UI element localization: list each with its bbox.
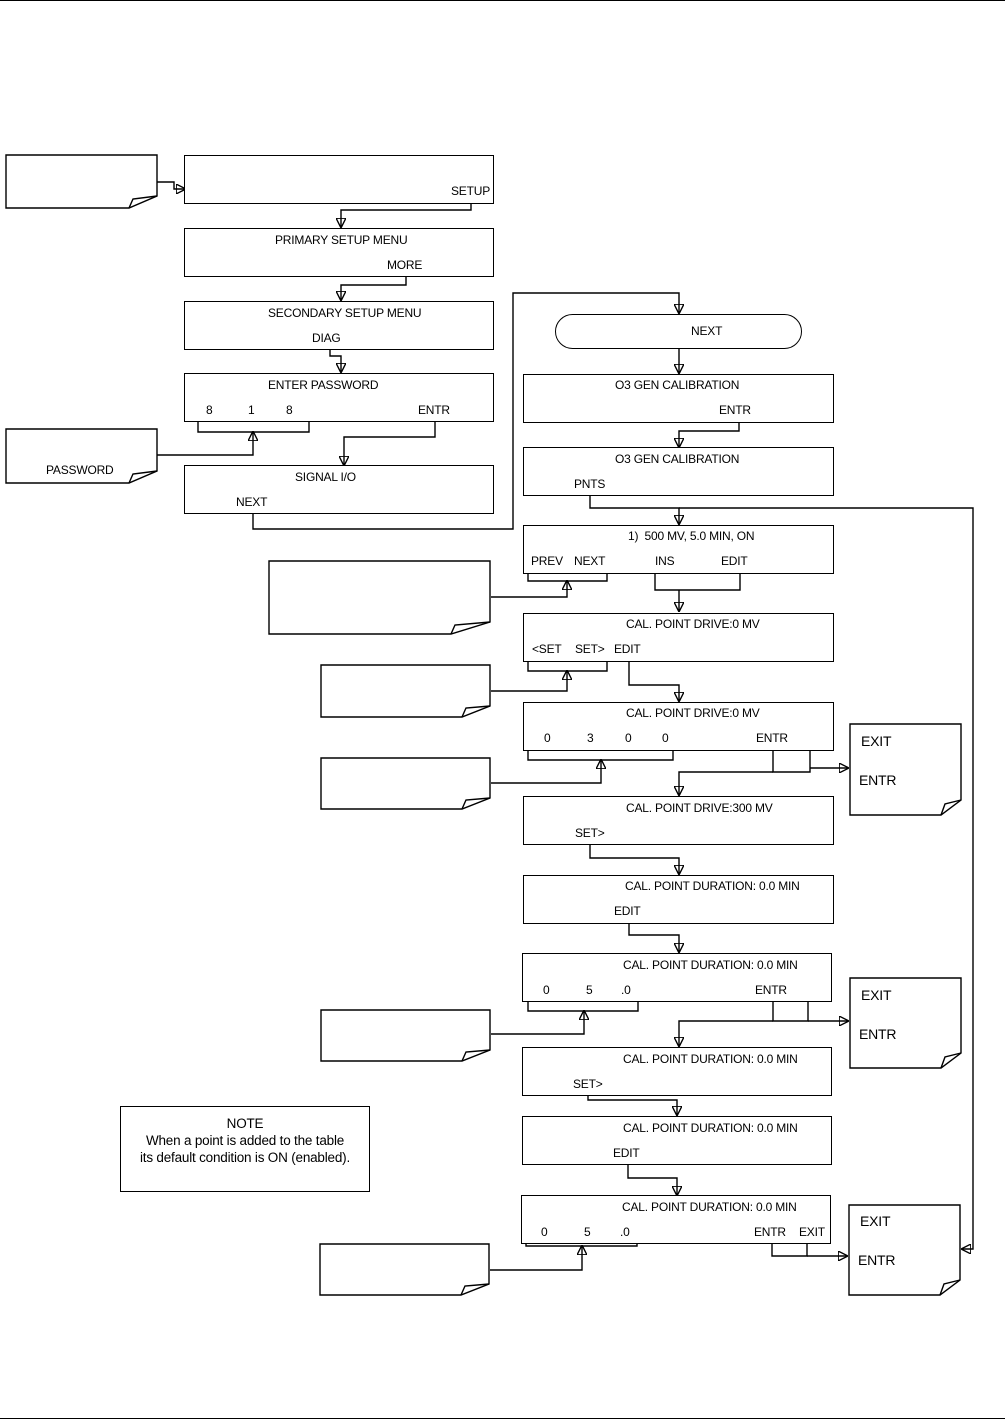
note-line-2: its default condition is ON (enabled). — [139, 1150, 350, 1165]
set-next-key[interactable]: SET> — [575, 642, 605, 656]
screen-cal-point-duration-2 — [522, 1047, 832, 1096]
exit-key-duration-2[interactable]: EXIT — [799, 1225, 825, 1239]
screen-next-terminal — [555, 314, 802, 349]
top-rule — [0, 0, 1005, 1]
callout-shape-exit1 — [849, 723, 962, 816]
password-digit-1[interactable]: 8 — [206, 403, 213, 417]
drive-digit-1[interactable]: 0 — [544, 731, 551, 745]
next-key-terminal[interactable]: NEXT — [691, 324, 723, 338]
screen-cal-point-drive-select — [523, 613, 834, 662]
entr-key-drive[interactable]: ENTR — [756, 731, 788, 745]
cal-point-list-title: 1) 500 MV, 5.0 MIN, ON — [628, 529, 755, 543]
drive-digit-3[interactable]: 0 — [625, 731, 632, 745]
set-next-key-drive[interactable]: SET> — [575, 826, 605, 840]
password-digit-2[interactable]: 1 — [248, 403, 255, 417]
signal-io-title: SIGNAL I/O — [295, 470, 356, 484]
entr-key-o3-1[interactable]: ENTR — [719, 403, 751, 417]
screen-cal-point-duration-3 — [522, 1116, 832, 1165]
o3-gen-cal-title-1: O3 GEN CALIBRATION — [615, 378, 740, 392]
edit-key-duration-1[interactable]: EDIT — [614, 904, 641, 918]
prev-key[interactable]: PREV — [531, 554, 563, 568]
cal-point-drive-title-1: CAL. POINT DRIVE:0 MV — [626, 617, 760, 631]
edit-key-list[interactable]: EDIT — [721, 554, 748, 568]
callout-shape-start — [5, 154, 158, 209]
entr-key[interactable]: ENTR — [418, 403, 450, 417]
callout-shape-exit2 — [849, 977, 962, 1069]
exit-entr-callout-2-entr: ENTR — [859, 1026, 897, 1042]
screen-o3-gen-calibration-1 — [523, 374, 834, 423]
cal-point-duration-title-5: CAL. POINT DURATION: 0.0 MIN — [622, 1200, 797, 1214]
next-key[interactable]: NEXT — [236, 495, 268, 509]
callout-shape-exit3 — [848, 1204, 961, 1296]
screen-cal-point-drive-edit — [523, 702, 834, 751]
note-heading: NOTE — [226, 1116, 264, 1131]
duration2-digit-3[interactable]: .0 — [620, 1225, 630, 1239]
screen-signal-io — [184, 465, 494, 514]
duration2-digit-2[interactable]: 5 — [584, 1225, 591, 1239]
callout-shape-c — [320, 757, 491, 810]
pnts-key[interactable]: PNTS — [574, 477, 606, 491]
cal-point-duration-title-3: CAL. POINT DURATION: 0.0 MIN — [623, 1052, 798, 1066]
drive-digit-2[interactable]: 3 — [587, 731, 594, 745]
callout-shape-e — [319, 1243, 490, 1296]
callout-shape-b — [320, 664, 491, 718]
screen-cal-point-duration-1 — [523, 875, 834, 924]
note-line-1: When a point is added to the table — [145, 1133, 345, 1148]
cal-point-duration-title-1: CAL. POINT DURATION: 0.0 MIN — [625, 879, 800, 893]
entr-key-duration-2[interactable]: ENTR — [754, 1225, 786, 1239]
duration2-digit-1[interactable]: 0 — [541, 1225, 548, 1239]
screen-o3-gen-calibration-2 — [523, 447, 834, 496]
set-prev-key[interactable]: <SET — [532, 642, 562, 656]
cal-point-duration-title-4: CAL. POINT DURATION: 0.0 MIN — [623, 1121, 798, 1135]
edit-key-drive[interactable]: EDIT — [614, 642, 641, 656]
exit-entr-callout-3-entr: ENTR — [858, 1252, 896, 1268]
screen-cal-point-duration-edit-1 — [522, 953, 832, 1002]
bottom-rule — [0, 1418, 1005, 1419]
password-digit-3[interactable]: 8 — [286, 403, 293, 417]
cal-point-drive-title-2: CAL. POINT DRIVE:0 MV — [626, 706, 760, 720]
secondary-setup-title: SECONDARY SETUP MENU — [268, 306, 422, 320]
screen-cal-point-drive-300 — [523, 796, 834, 845]
screen-primary-setup-menu — [184, 228, 494, 277]
exit-entr-callout-3-exit: EXIT — [860, 1213, 891, 1229]
exit-entr-callout-1-entr: ENTR — [859, 772, 897, 788]
screen-enter-password — [184, 373, 494, 422]
duration-digit-2[interactable]: 5 — [586, 983, 593, 997]
enter-password-title: ENTER PASSWORD — [268, 378, 379, 392]
callout-shape-password — [5, 428, 158, 484]
callout-shape-a — [268, 560, 491, 635]
password-callout-label: PASSWORD — [46, 463, 114, 477]
exit-entr-callout-1-exit: EXIT — [861, 733, 892, 749]
set-next-key-duration[interactable]: SET> — [573, 1077, 603, 1091]
cal-point-drive-title-3: CAL. POINT DRIVE:300 MV — [626, 801, 773, 815]
cal-point-duration-title-2: CAL. POINT DURATION: 0.0 MIN — [623, 958, 798, 972]
exit-entr-callout-2-exit: EXIT — [861, 987, 892, 1003]
duration-digit-1[interactable]: 0 — [543, 983, 550, 997]
note-box: NOTE When a point is added to the table … — [120, 1106, 370, 1192]
ins-key[interactable]: INS — [655, 554, 675, 568]
next-key-list[interactable]: NEXT — [574, 554, 606, 568]
screen-cal-point-duration-edit-2 — [521, 1195, 831, 1244]
primary-setup-title: PRIMARY SETUP MENU — [275, 233, 408, 247]
duration-digit-3[interactable]: .0 — [621, 983, 631, 997]
diag-key[interactable]: DIAG — [312, 331, 341, 345]
o3-gen-cal-title-2: O3 GEN CALIBRATION — [615, 452, 740, 466]
drive-digit-4[interactable]: 0 — [662, 731, 669, 745]
entr-key-duration[interactable]: ENTR — [755, 983, 787, 997]
screen-cal-point-list — [523, 525, 834, 574]
screen-setup — [184, 155, 494, 204]
edit-key-duration-2[interactable]: EDIT — [613, 1146, 640, 1160]
more-key[interactable]: MORE — [387, 258, 423, 272]
setup-key[interactable]: SETUP — [451, 184, 491, 198]
screen-secondary-setup-menu — [184, 301, 494, 350]
callout-shape-d — [320, 1009, 491, 1062]
